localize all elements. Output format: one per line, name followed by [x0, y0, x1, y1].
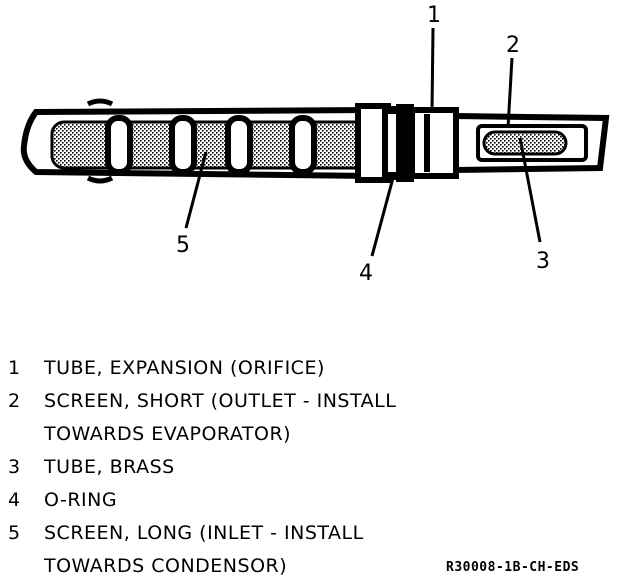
legend-item: 3 TUBE, BRASS [8, 451, 628, 484]
legend-item: 1 TUBE, EXPANSION (ORIFICE) [8, 352, 628, 385]
legend-item: 5 SCREEN, LONG (INLET - INSTALL TOWARDS … [8, 517, 628, 583]
callout-4: 4 [359, 261, 373, 286]
callout-2: 2 [506, 33, 520, 58]
callout-1: 1 [427, 3, 441, 28]
callout-5: 5 [176, 233, 190, 258]
leader-line-5 [184, 151, 208, 229]
legend-item: 2 SCREEN, SHORT (OUTLET - INSTALL TOWARD… [8, 385, 628, 451]
legend-number: 1 [8, 357, 21, 379]
parts-legend: 1 TUBE, EXPANSION (ORIFICE) 2 SCREEN, SH… [8, 352, 628, 583]
screen-ribs [105, 115, 317, 175]
leader-line-1 [430, 27, 435, 113]
legend-number: 2 [8, 390, 21, 412]
expansion-tube-collar [409, 107, 459, 179]
long-screen-body [20, 98, 376, 184]
callout-3: 3 [536, 249, 550, 274]
legend-text: O-RING [44, 489, 118, 511]
leader-line-2 [506, 57, 514, 129]
legend-number: 4 [8, 489, 21, 511]
legend-number: 3 [8, 456, 21, 478]
brass-tube [355, 103, 404, 183]
legend-text: TUBE, EXPANSION (ORIFICE) [44, 357, 325, 379]
legend-number: 5 [8, 522, 21, 544]
short-screen-body [453, 112, 610, 174]
legend-text: SCREEN, LONG (INLET - INSTALL TOWARDS CO… [44, 522, 364, 577]
legend-text: SCREEN, SHORT (OUTLET - INSTALL TOWARDS … [44, 390, 397, 445]
legend-text: TUBE, BRASS [44, 456, 175, 478]
legend-item: 4 O-RING [8, 484, 628, 517]
figure-code: R30008-1B-CH-EDS [446, 560, 580, 575]
leader-lines [184, 27, 542, 257]
leader-line-3 [518, 137, 542, 243]
leader-line-4 [370, 177, 395, 257]
orifice-tube-diagram: 1 2 3 4 5 [20, 3, 610, 286]
